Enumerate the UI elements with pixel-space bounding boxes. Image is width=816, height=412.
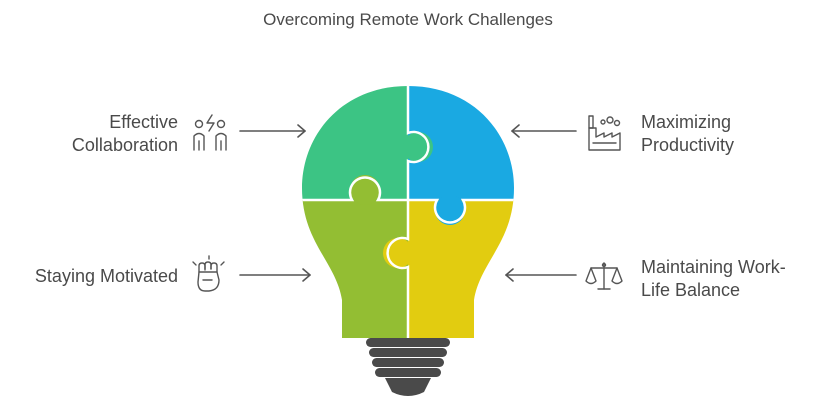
raised-fist-icon <box>192 255 225 292</box>
label-effective-collaboration: Effective Collaboration <box>72 111 178 157</box>
label-line: Staying Motivated <box>34 266 178 286</box>
label-work-life-balance: Maintaining Work- Life Balance <box>641 256 786 302</box>
arrow-balance <box>505 268 577 282</box>
label-line: Productivity <box>641 135 735 155</box>
puzzle-piece-bottom-right <box>408 200 514 338</box>
label-line: Effective <box>109 112 178 132</box>
label-line: Life Balance <box>641 280 741 300</box>
arrow-productivity <box>511 124 577 138</box>
puzzle-tab-lime <box>350 175 380 205</box>
puzzle-tab-blue <box>435 195 465 225</box>
label-staying-motivated: Staying Motivated <box>35 265 178 288</box>
puzzle-piece-bottom-left <box>302 200 408 338</box>
label-line: Maintaining Work- <box>641 257 786 277</box>
factory-icon <box>588 115 621 151</box>
label-line: Maximizing <box>641 112 732 132</box>
label-line: Collaboration <box>71 135 178 155</box>
arrow-motivation <box>239 268 311 282</box>
puzzle-piece-top-left <box>302 86 408 200</box>
label-maximizing-productivity: Maximizing Productivity <box>641 111 734 157</box>
diagram-title: Overcoming Remote Work Challenges <box>263 10 553 29</box>
team-collaboration-icon <box>193 114 227 151</box>
puzzle-seams <box>302 86 514 338</box>
bulb-base <box>366 338 450 396</box>
bulb-puzzle <box>302 86 514 338</box>
balance-scale-icon <box>585 262 623 290</box>
arrow-collaboration <box>239 124 306 138</box>
